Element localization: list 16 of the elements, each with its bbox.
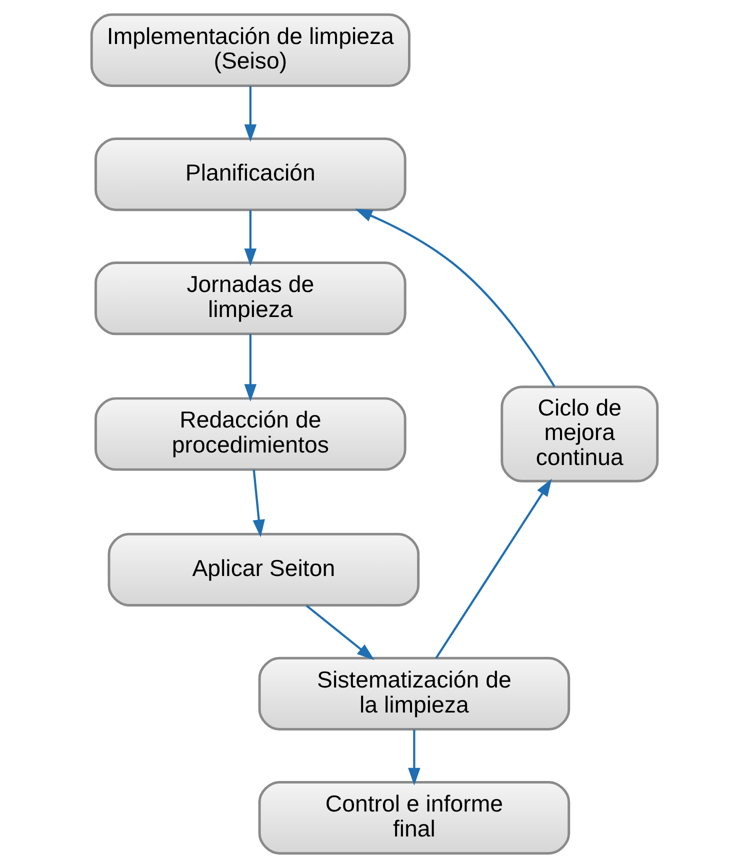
node-box: Control e informe final [258,780,570,855]
arrow [305,604,374,660]
node-box: Sistematización de la limpieza [258,656,570,731]
node-box: Implementación de limpieza (Seiso) [90,13,410,88]
node-box: Redacción de procedimientos [94,397,406,471]
arrow [354,208,555,388]
arrow [408,730,420,786]
node-box: Ciclo de mejora continua [500,386,658,482]
node-box: Aplicar Seiton [107,532,420,606]
node-box: Jornadas de limpieza [94,262,406,336]
node-box: Planificación [94,137,406,212]
arrow [244,334,256,402]
arrow [244,210,256,266]
arrow [434,478,552,659]
arrow [244,86,256,142]
arrow [252,470,264,538]
